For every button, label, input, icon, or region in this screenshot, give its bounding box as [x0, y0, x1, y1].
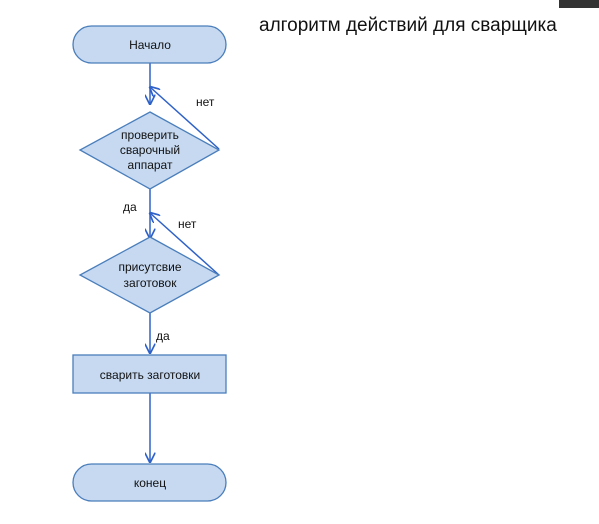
end-node — [72, 463, 227, 502]
presence-no-label: нет — [178, 217, 197, 231]
presence-label-line2: заготовок — [124, 276, 178, 290]
start-node — [72, 25, 227, 64]
weld-process-label: сварить заготовки — [100, 368, 200, 382]
weld-process-node — [72, 354, 227, 394]
check-machine-label-line2: сварочный — [120, 143, 180, 157]
corner-mark — [559, 0, 599, 8]
check-yes-label: да — [123, 200, 137, 214]
check-no-label: нет — [196, 95, 215, 109]
presence-label-line1: присутсвие — [119, 260, 182, 274]
end-node-label: конец — [134, 476, 166, 490]
check-machine-label-line1: проверить — [121, 128, 179, 142]
workpieces-presence-decision — [78, 236, 221, 314]
edge-presence-no-loop — [150, 213, 220, 276]
diagram-title: алгоритм действий для сварщика — [259, 15, 557, 36]
edge-check-no-loop — [150, 87, 220, 150]
start-node-label: Начало — [129, 38, 171, 52]
presence-yes-label: да — [156, 329, 170, 343]
check-machine-label-line3: аппарат — [128, 158, 173, 172]
check-machine-decision — [78, 111, 221, 190]
